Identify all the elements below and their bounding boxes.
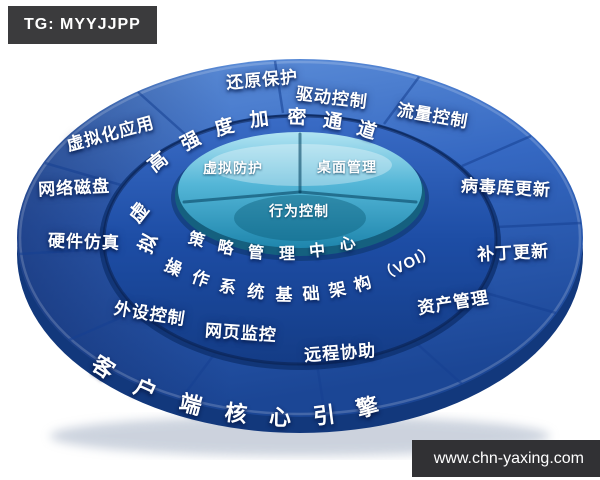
divider-line: [496, 221, 582, 229]
arc-policy-center-char: 中: [308, 242, 327, 261]
divider-line: [315, 363, 327, 416]
arc-policy-center-char: 管: [247, 244, 265, 263]
divider-line: [413, 340, 463, 385]
divider-line: [382, 76, 421, 125]
label-remote-assistance: 远程协助: [303, 341, 377, 365]
arc-os-infra-char: 础: [301, 283, 321, 305]
label-virus-db-update: 病毒库更新: [460, 176, 552, 200]
arc-policy-center-char: 理: [278, 246, 296, 263]
divider-line: [137, 91, 187, 136]
divider-line: [478, 289, 557, 315]
label-desktop-management: 桌面管理: [317, 159, 377, 175]
inner-hub-shade: [234, 195, 366, 241]
divider-line: [461, 134, 532, 168]
label-behavior-control: 行为控制: [269, 203, 329, 219]
website-badge: www.chn-yaxing.com: [411, 440, 600, 477]
divider-line: [179, 351, 218, 400]
inner-divider-right: [298, 190, 418, 204]
arc-os-infra-char: 统: [246, 281, 266, 303]
website-url-text: www.chn-yaxing.com: [433, 449, 584, 467]
arc-os-infra-char: 基: [275, 285, 293, 305]
band-inner-edge: [102, 114, 498, 366]
label-patch-update: 补丁更新: [476, 241, 550, 265]
arc-client-engine-char: 核: [223, 399, 249, 428]
arc-client-engine-char: 引: [311, 401, 337, 430]
ring-rim-highlight: [18, 60, 582, 416]
tg-watermark-text: TG: MYYJJPP: [24, 16, 141, 33]
divider-line: [18, 247, 104, 256]
arc-encrypted-channel-char: 加: [248, 108, 270, 132]
divider-line: [273, 60, 285, 114]
inner-divider-left: [182, 190, 302, 204]
divider-line: [44, 161, 122, 187]
label-virtual-protection: 虚拟防护: [203, 160, 263, 176]
label-hardware-emulation: 硬件仿真: [47, 231, 121, 253]
label-web-monitoring: 网页监控: [204, 321, 278, 345]
segment-dividers: [18, 60, 582, 416]
divider-line: [68, 308, 139, 342]
label-network-disk: 网络磁盘: [37, 176, 111, 200]
tg-watermark-badge: TG: MYYJJPP: [8, 6, 157, 44]
inner-dividers: [182, 132, 418, 204]
arc-client-engine-char: 心: [268, 404, 292, 431]
arc-encrypted-channel-char: 密: [287, 107, 307, 129]
